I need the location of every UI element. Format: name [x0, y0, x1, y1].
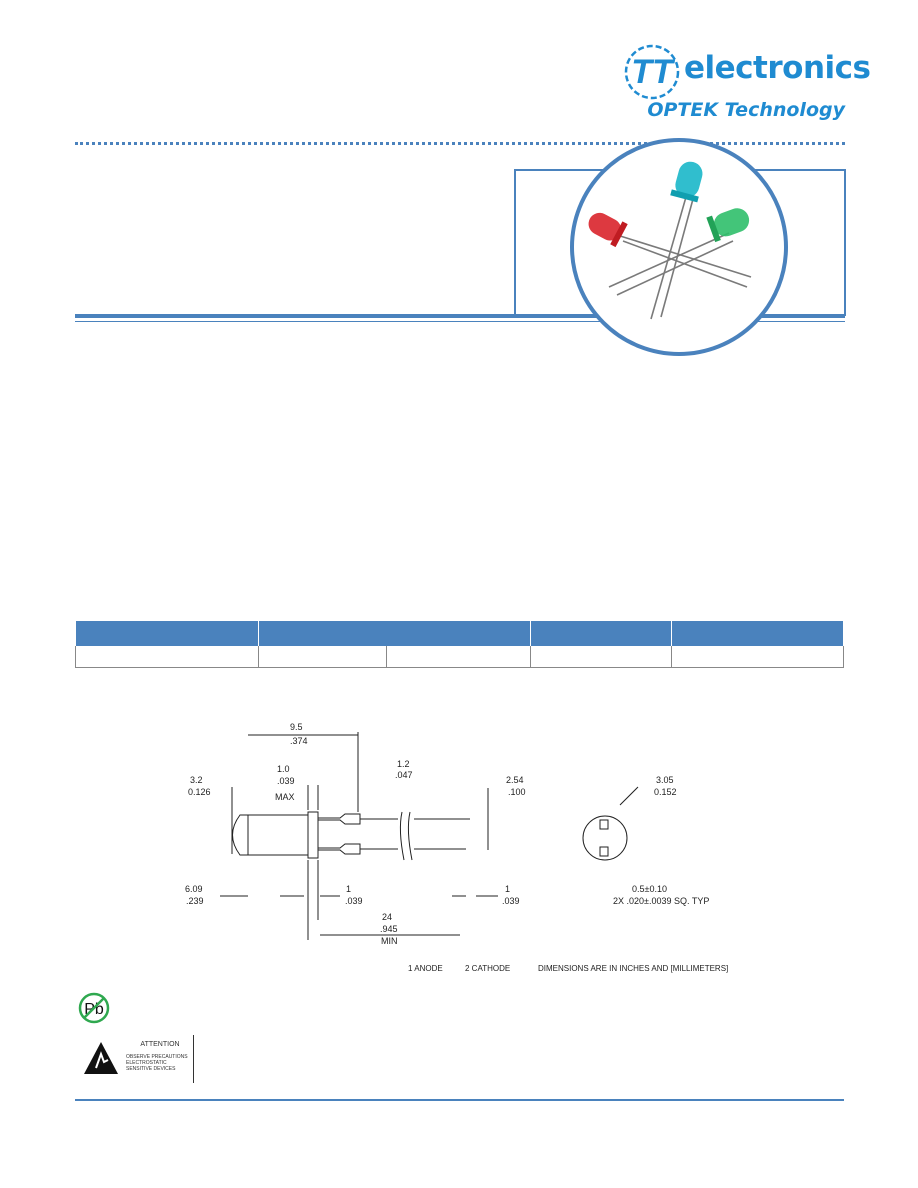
esd-line: OBSERVE PRECAUTIONS: [126, 1054, 188, 1060]
dim-overall-in: .374: [290, 736, 308, 746]
dim-flange-mm: 1.0: [277, 764, 290, 774]
pin2-label: 2 CATHODE: [465, 964, 510, 973]
footer-rule: [75, 1099, 844, 1101]
esd-title: ATTENTION: [140, 1041, 180, 1048]
table-header-cell: [75, 621, 260, 646]
dim-lead-sq-mm: 0.5±0.10: [632, 884, 667, 894]
logo-mark: TT: [631, 53, 676, 91]
dim-lead-sq-in: 2X .020±.0039 SQ. TYP: [613, 896, 709, 906]
three-leds-photo: [570, 138, 788, 356]
dim-left-flange-in: .039: [345, 896, 363, 906]
green-led-icon: [706, 208, 750, 243]
dim-lead-gap-mm: 1.2: [397, 759, 410, 769]
pb-free-icon: Pb: [78, 992, 110, 1024]
dim-right-in: .039: [502, 896, 520, 906]
dim-lead-length-in: .945: [380, 924, 398, 934]
dim-pitch-mm: 2.54: [506, 775, 524, 785]
header-rule-thin: [75, 321, 845, 322]
esd-warning-icon: [84, 1042, 118, 1074]
table-header-cell: [671, 621, 844, 646]
brand-name: electronics: [684, 50, 871, 86]
table-cell: [258, 646, 532, 668]
table-header-cell: [530, 621, 673, 646]
dim-lead-gap-in: .047: [395, 770, 413, 780]
table-header-row: [75, 621, 844, 646]
dim-end-in: 0.152: [654, 787, 677, 797]
dim-flange-note: MAX: [275, 792, 295, 802]
dim-right-mm: 1: [505, 884, 510, 894]
esd-line: ELECTROSTATIC: [126, 1060, 167, 1066]
brand-division: OPTEK Technology: [647, 99, 845, 121]
dim-body-mm: 6.09: [185, 884, 203, 894]
table-cell: [530, 646, 673, 668]
dim-left-flange-mm: 1: [346, 884, 351, 894]
dim-lens-in: 0.126: [188, 787, 211, 797]
dim-lens-mm: 3.2: [190, 775, 203, 785]
esd-divider: [193, 1035, 194, 1083]
table-header-cell: [258, 621, 532, 646]
table-cell: [74, 646, 260, 668]
tt-logo-icon: TT: [624, 44, 680, 100]
mechanical-drawing: 9.5 .374 1.0 .039 MAX 1.2 .047 2.54 .100…: [185, 722, 728, 973]
dim-lead-length-mm: 24: [382, 912, 392, 922]
dim-lead-length-note: MIN: [381, 936, 398, 946]
dim-overall-mm: 9.5: [290, 722, 303, 732]
header-rule-thick: [75, 314, 845, 318]
units-note: DIMENSIONS ARE IN INCHES AND [MILLIMETER…: [538, 964, 728, 973]
cyan-led-icon: [670, 161, 703, 203]
dim-body-in: .239: [186, 896, 204, 906]
table-row: [74, 646, 844, 668]
dim-end-mm: 3.05: [656, 775, 674, 785]
ordering-table: [74, 621, 844, 668]
red-led-icon: [588, 212, 628, 248]
pin1-label: 1 ANODE: [408, 964, 443, 973]
header-dotted-rule: [75, 142, 845, 145]
dim-flange-in: .039: [277, 776, 295, 786]
esd-line: SENSITIVE DEVICES: [126, 1066, 176, 1072]
esd-text: OBSERVE PRECAUTIONS ELECTROSTATIC SENSIT…: [126, 1054, 188, 1072]
dim-pitch-in: .100: [508, 787, 526, 797]
table-cell: [671, 646, 844, 668]
